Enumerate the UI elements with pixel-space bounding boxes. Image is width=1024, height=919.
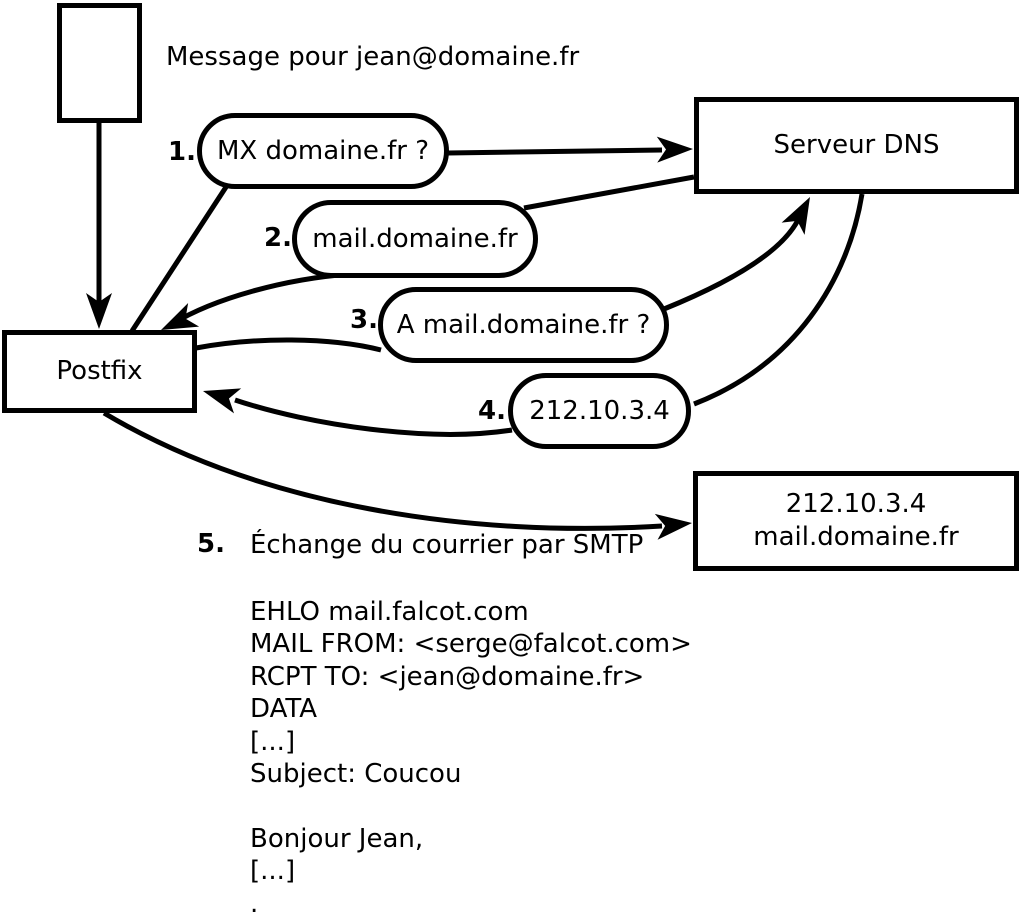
smtp-session-text: EHLO mail.falcot.com MAIL FROM: <serge@f… — [250, 597, 692, 919]
message-label: Message pour jean@domaine.fr — [166, 42, 580, 72]
postfix-label: Postfix — [56, 356, 143, 386]
line-ip-reply-to-postfix — [234, 397, 513, 437]
arrowhead-mx-query-to-dns — [656, 136, 693, 163]
arrowhead-a-query-to-dns — [781, 197, 810, 235]
step5-number: 5. — [197, 529, 225, 559]
arrowhead-postfix-to-mailserver — [654, 513, 692, 540]
step3-number: 3. — [350, 305, 378, 335]
step3-bubble-a-query: A mail.domaine.fr ? — [378, 287, 669, 363]
step1-number: 1. — [168, 137, 196, 167]
sender-message-box — [57, 3, 142, 123]
step4-bubble-label: 212.10.3.4 — [529, 396, 670, 426]
step2-bubble-mx-reply: mail.domaine.fr — [292, 200, 538, 278]
mail-server-hostname: mail.domaine.fr — [753, 522, 959, 552]
dns-server-box: Serveur DNS — [694, 97, 1019, 194]
dns-server-label: Serveur DNS — [773, 130, 940, 160]
arrowhead-mua-to-postfix — [86, 293, 112, 329]
step4-number: 4. — [478, 396, 506, 426]
mail-server-ip: 212.10.3.4 — [785, 489, 927, 519]
step3-bubble-label: A mail.domaine.fr ? — [396, 310, 651, 340]
arrowhead-mx-reply-to-postfix — [161, 303, 200, 330]
line-mx-query-to-dns — [447, 147, 663, 156]
step4-bubble-ip-reply: 212.10.3.4 — [508, 373, 691, 449]
line-a-query-to-dns — [663, 218, 801, 312]
line-postfix-to-a-query — [195, 337, 382, 353]
line-mx-reply-to-postfix — [170, 271, 351, 327]
step2-number: 2. — [264, 223, 292, 253]
line-postfix-to-mx-query — [129, 182, 231, 333]
mail-server-box: 212.10.3.4 mail.domaine.fr — [693, 471, 1019, 571]
postfix-box: Postfix — [2, 330, 197, 413]
line-postfix-to-mailserver — [102, 410, 663, 531]
step5-label: Échange du courrier par SMTP — [250, 530, 644, 560]
step1-bubble-mx-query: MX domaine.fr ? — [197, 113, 449, 189]
arrowhead-ip-reply-to-postfix — [203, 388, 242, 414]
step2-bubble-label: mail.domaine.fr — [312, 224, 518, 254]
line-dns-to-mx-reply — [523, 174, 695, 211]
step1-bubble-label: MX domaine.fr ? — [216, 136, 430, 166]
line-dns-to-ip-reply — [693, 193, 865, 407]
